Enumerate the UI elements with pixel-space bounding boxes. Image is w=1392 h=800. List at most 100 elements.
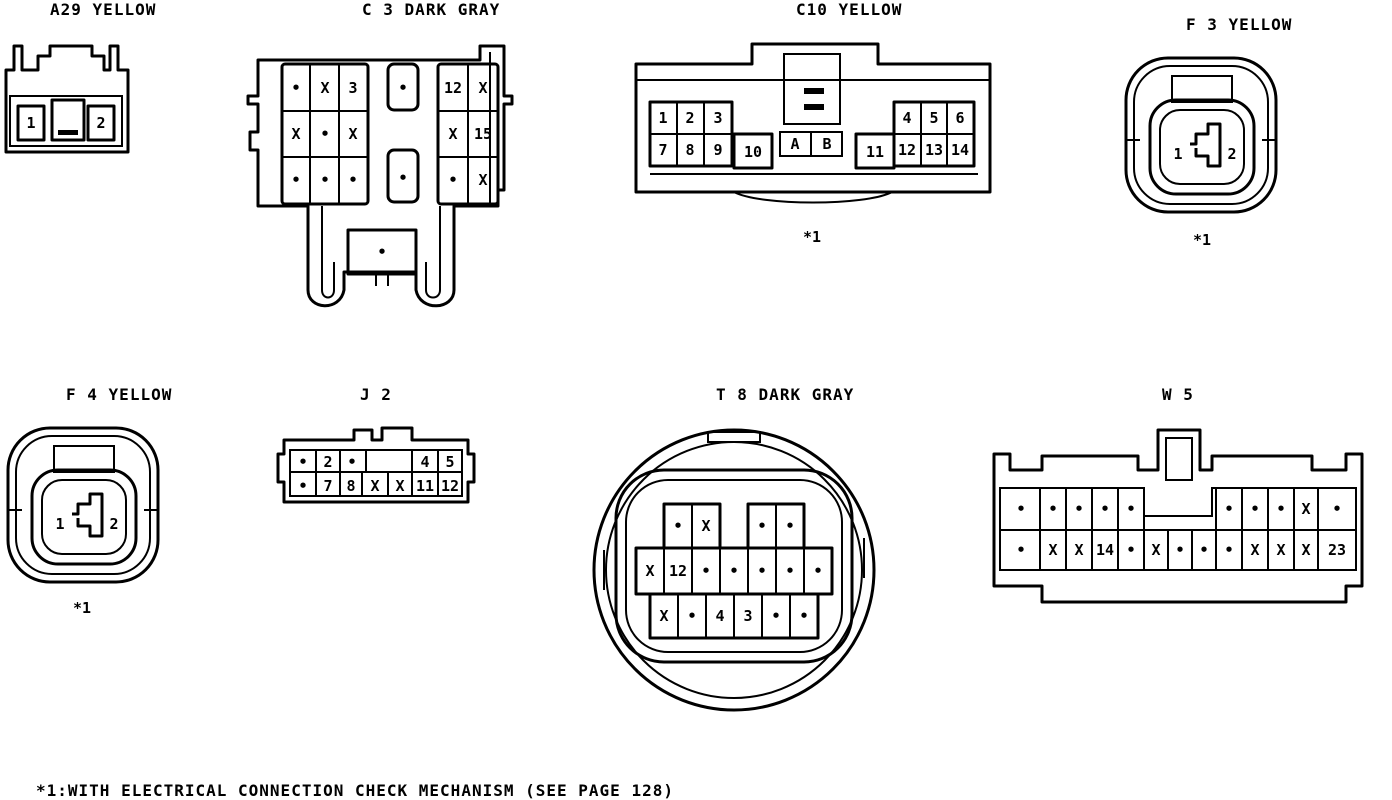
pin-t8-r1c3: • xyxy=(757,517,766,535)
pin-c3-r3c4: • xyxy=(398,169,407,187)
connector-t8-title: T 8 DARK GRAY xyxy=(716,385,854,404)
pin-j2-r1c4: 4 xyxy=(420,453,429,471)
connector-j2-title: J 2 xyxy=(360,385,392,404)
connector-j2: J 2 • 2 • 4 5 • 7 8 X X 11 12 xyxy=(276,385,476,504)
pin-c3-r1c4: • xyxy=(398,79,407,97)
pin-c10-2: 2 xyxy=(685,109,694,127)
pin-c3-r1c2: X xyxy=(320,79,329,97)
connector-f3-note-ref: *1 xyxy=(1193,231,1211,249)
pin-a29-1: 1 xyxy=(26,114,35,132)
pin-c3-r3c1: • xyxy=(291,171,300,189)
pin-c10-3: 3 xyxy=(713,109,722,127)
pin-j2-r1c5: 5 xyxy=(445,453,454,471)
pin-c3-r3c2: • xyxy=(320,171,329,189)
pin-t8-r3c3: 4 xyxy=(715,607,724,625)
pin-w5-r1c4: • xyxy=(1100,500,1109,518)
connector-c10-title: C10 YELLOW xyxy=(796,0,902,19)
pin-t8-r3c5: • xyxy=(771,607,780,625)
pin-j2-r2c7: 12 xyxy=(441,477,459,495)
pin-f3-2: 2 xyxy=(1227,145,1236,163)
pin-c3-r1c5: 12 xyxy=(444,79,462,97)
pin-w5-r2c7: • xyxy=(1175,541,1184,559)
pin-j2-r2c1: • xyxy=(298,477,307,495)
connector-c10: C10 YELLOW 1 2 3 4 5 6 7 8 9 10 A B 11 1… xyxy=(634,0,992,246)
connector-f4-note-ref: *1 xyxy=(73,599,91,617)
pin-c3-r2c4: X xyxy=(448,125,457,143)
pin-c10-8: 8 xyxy=(685,141,694,159)
pin-w5-r2c12: X xyxy=(1301,541,1310,559)
pin-j2-r2c3: 8 xyxy=(346,477,355,495)
pin-c3-r2c1: X xyxy=(291,125,300,143)
pin-w5-r1c7: • xyxy=(1250,500,1259,518)
pin-j2-r2c2: 7 xyxy=(323,477,332,495)
pin-c10-14: 14 xyxy=(951,141,969,159)
pin-w5-r1c8: • xyxy=(1276,500,1285,518)
pin-j2-r1c2: 2 xyxy=(323,453,332,471)
footnote: *1:WITH ELECTRICAL CONNECTION CHECK MECH… xyxy=(36,781,674,800)
pin-t8-r1c4: • xyxy=(785,517,794,535)
pin-w5-r1c9: X xyxy=(1301,500,1310,518)
pin-w5-r2c11: X xyxy=(1276,541,1285,559)
pin-t8-r1c1: • xyxy=(673,517,682,535)
pin-w5-r2c4: 14 xyxy=(1096,541,1114,559)
pin-t8-r3c6: • xyxy=(799,607,808,625)
pin-t8-r2c2: 12 xyxy=(669,562,687,580)
connector-f4-title: F 4 YELLOW xyxy=(66,385,172,404)
connector-a29-title: A29 YELLOW xyxy=(50,0,156,19)
pin-c10-11: 11 xyxy=(866,143,884,161)
connector-f3-title: F 3 YELLOW xyxy=(1186,15,1292,34)
pin-c3-r3c6: X xyxy=(478,171,487,189)
pin-w5-r2c6: X xyxy=(1151,541,1160,559)
pin-c3-r1c6: X xyxy=(478,79,487,97)
pin-t8-r2c3: • xyxy=(701,562,710,580)
pin-c10-6: 6 xyxy=(955,109,964,127)
pin-w5-r1c10: • xyxy=(1332,500,1341,518)
connector-f3: F 3 YELLOW 1 2 *1 xyxy=(1124,15,1292,249)
pin-t8-r2c7: • xyxy=(813,562,822,580)
connector-a29: A29 YELLOW 1 2 xyxy=(4,0,156,154)
pin-w5-r2c2: X xyxy=(1048,541,1057,559)
pin-w5-r2c13: 23 xyxy=(1328,541,1346,559)
pin-w5-r2c8: • xyxy=(1199,541,1208,559)
pin-t8-r2c6: • xyxy=(785,562,794,580)
pin-t8-r2c1: X xyxy=(645,562,654,580)
pin-t8-r3c1: X xyxy=(659,607,668,625)
pin-c10-1: 1 xyxy=(658,109,667,127)
pin-t8-r2c5: • xyxy=(757,562,766,580)
pin-t8-r2c4: • xyxy=(729,562,738,580)
pin-j2-r1c1: • xyxy=(298,453,307,471)
pin-t8-r3c4: 3 xyxy=(743,607,752,625)
pin-c10-13: 13 xyxy=(925,141,943,159)
pin-t8-r1c2: X xyxy=(701,517,710,535)
pin-t8-r3c2: • xyxy=(687,607,696,625)
pin-w5-r1c3: • xyxy=(1074,500,1083,518)
pin-c10-10: 10 xyxy=(744,143,762,161)
pin-c10-4: 4 xyxy=(902,109,911,127)
pin-c3-r3c3: • xyxy=(348,171,357,189)
pin-c3-r1c3: 3 xyxy=(348,79,357,97)
pin-w5-r2c5: • xyxy=(1126,541,1135,559)
pin-c3-r2c5: 15 xyxy=(474,125,492,143)
connector-f4: F 4 YELLOW 1 2 *1 xyxy=(6,385,172,617)
pin-a29-2: 2 xyxy=(96,114,105,132)
pin-c3-r2c2: • xyxy=(320,125,329,143)
pin-c3-bottom: • xyxy=(377,243,386,261)
connector-w5-title: W 5 xyxy=(1162,385,1194,404)
pin-w5-r1c1: • xyxy=(1016,500,1025,518)
connector-w5: W 5 • • • • • • • • X • • X X 14 • X • •… xyxy=(992,385,1364,604)
pin-f4-1: 1 xyxy=(55,515,64,533)
pin-w5-r1c6: • xyxy=(1224,500,1233,518)
pin-c3-r2c3: X xyxy=(348,125,357,143)
pin-w5-r1c2: • xyxy=(1048,500,1057,518)
connector-c10-note-ref: *1 xyxy=(803,228,821,246)
pin-c10-b: B xyxy=(822,135,831,153)
pin-c10-12: 12 xyxy=(898,141,916,159)
pin-j2-r1c3: • xyxy=(347,453,356,471)
pin-w5-r1c5: • xyxy=(1126,500,1135,518)
pin-c10-7: 7 xyxy=(658,141,667,159)
pin-c3-r1c1: • xyxy=(291,79,300,97)
pin-w5-r2c10: X xyxy=(1250,541,1259,559)
connector-c3: C 3 DARK GRAY • X 3 • 12 X X • X X 15 • … xyxy=(246,0,514,308)
